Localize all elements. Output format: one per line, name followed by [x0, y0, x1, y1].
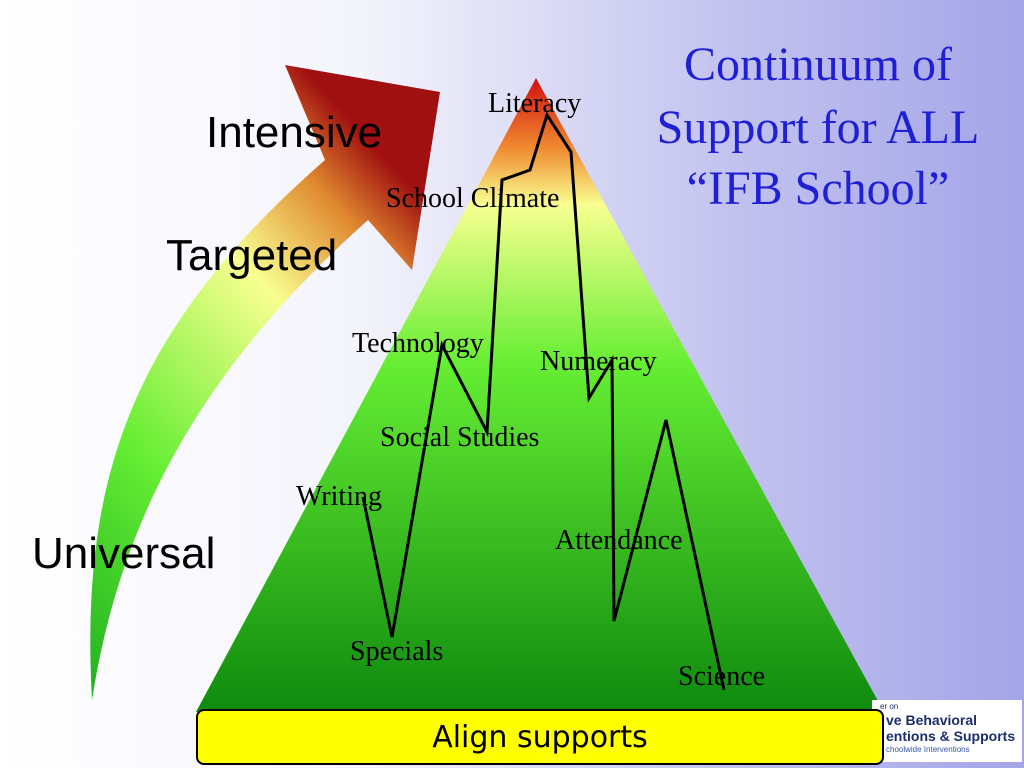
slide-title-line-1: Continuum of [684, 38, 952, 91]
tier-universal-label: Universal [32, 529, 215, 578]
subject-attendance: Attendance [555, 525, 683, 556]
logo-line-2: ve Behavioral [886, 712, 978, 728]
align-supports-label: Align supports [432, 719, 648, 755]
support-profile-line [361, 111, 726, 691]
subject-writing: Writing [296, 481, 382, 512]
logo-line-3: entions & Supports [886, 728, 1016, 744]
pbis-logo: er on ve Behavioral entions & Supports c… [872, 700, 1022, 762]
tier-targeted-label: Targeted [166, 231, 337, 280]
support-pyramid [196, 78, 884, 712]
tier-intensive-label: Intensive [206, 108, 382, 157]
subject-literacy: Literacy [488, 88, 581, 119]
logo-line-1: er on [880, 702, 899, 711]
subject-school-climate: School Climate [386, 183, 559, 214]
subject-specials: Specials [350, 636, 443, 667]
align-supports-banner: Align supports [196, 709, 884, 765]
subject-technology: Technology [352, 328, 484, 359]
subject-numeracy: Numeracy [540, 346, 657, 377]
slide-title-line-2: Support for ALL [657, 101, 980, 154]
subject-social-studies: Social Studies [380, 422, 539, 453]
continuum-arrow [90, 65, 440, 700]
logo-line-4: choolwide Interventions [886, 745, 970, 754]
subject-science: Science [678, 661, 765, 692]
slide-title-line-3: “IFB School” [687, 162, 950, 215]
